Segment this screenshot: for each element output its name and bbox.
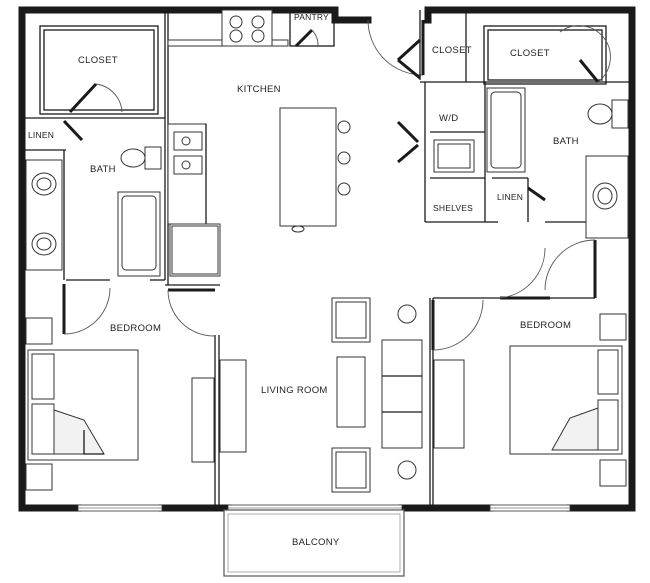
wd-door-bottom[interactable] <box>397 143 419 164</box>
left-bath-fixtures <box>25 146 162 277</box>
closet-door-right[interactable] <box>578 59 600 83</box>
entry-door-swing <box>367 19 424 76</box>
linen-door-left[interactable] <box>62 119 84 142</box>
linen-left-label: LINEN <box>28 130 54 140</box>
washer-dryer-label: W/D <box>439 113 458 124</box>
living-room-furniture <box>191 297 423 493</box>
closet-door-left[interactable] <box>68 82 98 114</box>
left-bedroom-furniture <box>25 317 139 491</box>
kitchen-area <box>167 9 351 277</box>
linen-right-label: LINEN <box>497 192 523 202</box>
linen-door-right[interactable] <box>527 186 546 202</box>
bedroom-left-label: BEDROOM <box>110 323 161 334</box>
windows <box>77 504 571 512</box>
closet-left-label: CLOSET <box>78 55 118 66</box>
closet-hall-label: CLOSET <box>432 45 472 56</box>
left-suite-walls <box>22 10 220 508</box>
hall-closet-door-bottom[interactable] <box>397 58 421 80</box>
balcony-outline <box>223 509 405 577</box>
bath-right-label: BATH <box>553 136 579 147</box>
bath-left-label: BATH <box>90 164 116 175</box>
pantry-label: PANTRY <box>294 12 329 22</box>
kitchen-label: KITCHEN <box>237 84 281 95</box>
right-suite-fixtures <box>433 87 629 239</box>
closet-right-label: CLOSET <box>510 48 550 59</box>
pantry-door[interactable] <box>294 28 314 48</box>
exterior-walls <box>18 6 636 512</box>
living-room-label: LIVING ROOM <box>261 385 328 396</box>
shelves-label: SHELVES <box>433 203 473 213</box>
wd-door-top[interactable] <box>396 120 420 144</box>
balcony-label: BALCONY <box>292 537 340 548</box>
bedroom-right-label: BEDROOM <box>520 320 571 331</box>
right-bedroom-furniture <box>433 313 627 487</box>
hall-closet-door-top[interactable] <box>396 38 422 62</box>
